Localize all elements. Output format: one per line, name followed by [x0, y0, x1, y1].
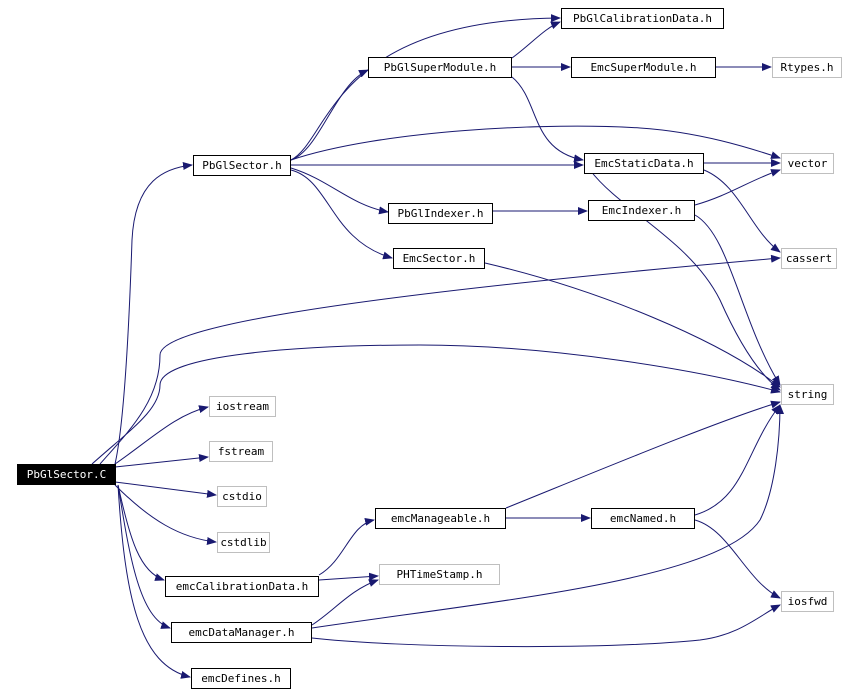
node-emcsector-h[interactable]: EmcSector.h	[393, 248, 485, 269]
node-iosfwd[interactable]: iosfwd	[781, 591, 834, 612]
edge-pbglsupermodule-pbglcalibrationdata	[511, 21, 561, 59]
edge-emccalibrationdata-phtimestamp	[318, 572, 379, 581]
edge-emccalibrationdata-emcmanageable	[318, 517, 375, 576]
node-pbglsector-c[interactable]: PbGlSector.C	[17, 464, 116, 485]
edge-pbglsupermodule-emcstaticdata	[511, 76, 584, 163]
node-emcmanageable-h[interactable]: emcManageable.h	[375, 508, 506, 529]
node-pbglindexer-h[interactable]: PbGlIndexer.h	[388, 203, 493, 224]
edge-emcdatamanager-string	[311, 404, 784, 629]
node-cstdlib[interactable]: cstdlib	[217, 532, 270, 553]
edge-emcmanageable-string	[505, 400, 781, 509]
edge-pbglsector-pbglcalibrationdata	[290, 14, 561, 161]
node-vector[interactable]: vector	[781, 153, 834, 174]
edge-emcdatamanager-phtimestamp	[311, 579, 379, 626]
node-emcdatamanager-h[interactable]: emcDataManager.h	[171, 622, 312, 643]
edge-emcsector-string	[484, 262, 781, 388]
node-emcindexer-h[interactable]: EmcIndexer.h	[588, 200, 695, 221]
edge-root-cstdlib	[114, 484, 217, 545]
edge-root-emcdefines-h	[117, 484, 191, 679]
node-pbglsupermodule-h[interactable]: PbGlSuperModule.h	[368, 57, 512, 78]
edge-root-iostream	[114, 405, 209, 465]
edge-pbglsector-emcsector	[290, 169, 393, 260]
node-rtypes-h[interactable]: Rtypes.h	[772, 57, 842, 78]
edge-root-cassert	[99, 254, 781, 465]
edge-pbglsector-pbglsupermodule	[290, 69, 369, 161]
edge-emcindexer-vector	[694, 169, 781, 206]
node-emcsupermodule-h[interactable]: EmcSuperModule.h	[571, 57, 716, 78]
edge-root-string	[91, 344, 781, 465]
edge-root-fstream	[114, 453, 209, 468]
edge-root-emcdatamanager-h	[117, 484, 171, 629]
edge-pbglsector-pbglindexer	[290, 167, 389, 215]
node-pbglsector-h[interactable]: PbGlSector.h	[193, 155, 291, 176]
edge-emcindexer-string	[694, 214, 781, 386]
node-emccalibrationdata-h[interactable]: emcCalibrationData.h	[165, 576, 319, 597]
node-cassert[interactable]: cassert	[781, 248, 837, 269]
node-emcdefines-h[interactable]: emcDefines.h	[191, 668, 291, 689]
edge-root-pbglsector-h	[114, 162, 193, 465]
edge-emcnamed-string	[694, 404, 781, 516]
edge-root-emccalibrationdata-h	[117, 484, 165, 581]
node-pbglcalibrationdata-h[interactable]: PbGlCalibrationData.h	[561, 8, 724, 29]
edge-emcstaticdata-cassert	[703, 169, 781, 253]
node-string[interactable]: string	[781, 384, 834, 405]
node-cstdio[interactable]: cstdio	[217, 486, 267, 507]
edge-emcdatamanager-iosfwd	[311, 604, 781, 648]
node-emcstaticdata-h[interactable]: EmcStaticData.h	[584, 153, 704, 174]
node-iostream[interactable]: iostream	[209, 396, 276, 417]
node-fstream[interactable]: fstream	[209, 441, 273, 462]
node-emcnamed-h[interactable]: emcNamed.h	[591, 508, 695, 529]
node-phtimestamp-h[interactable]: PHTimeStamp.h	[379, 564, 500, 585]
edge-root-cstdio	[114, 481, 217, 498]
edge-emcnamed-iosfwd	[694, 519, 781, 599]
edge-pbglsector-vector	[290, 125, 781, 161]
